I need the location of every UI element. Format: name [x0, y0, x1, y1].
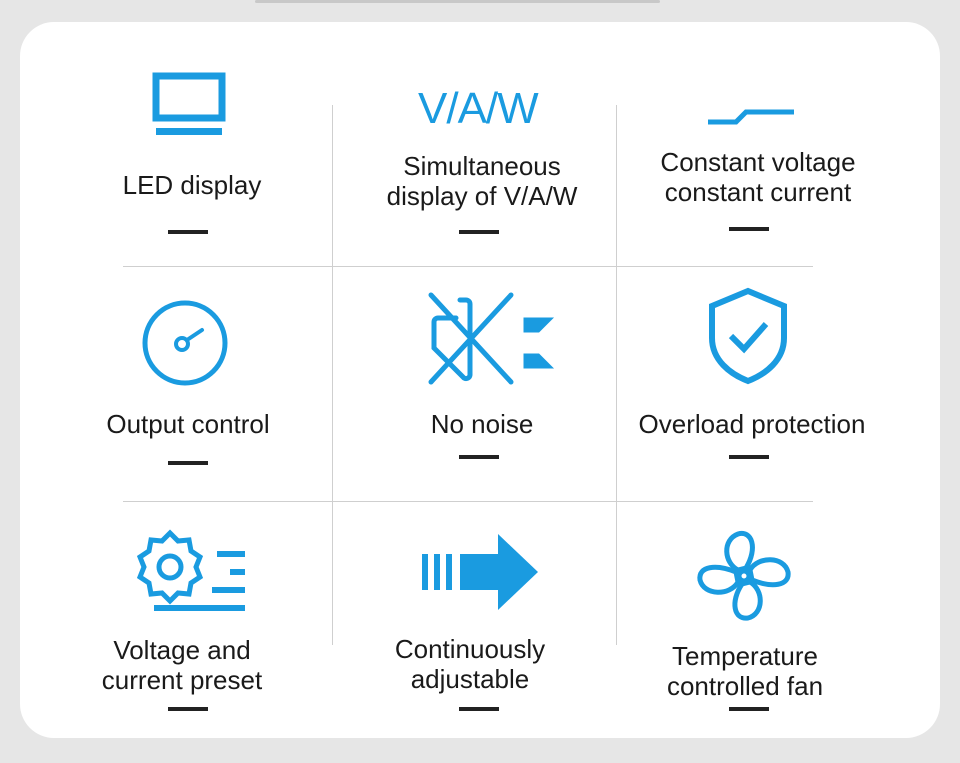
feature-label: Overload protection [638, 409, 866, 439]
dash [168, 461, 208, 465]
feature-label: Constant voltage constant current [660, 147, 856, 207]
feature-label: LED display [122, 170, 262, 200]
divider [332, 105, 333, 645]
dash [729, 227, 769, 231]
cv-cc-line-icon [708, 109, 794, 125]
dash [459, 707, 499, 711]
dash [729, 707, 769, 711]
feature-label: Simultaneous display of V/A/W [386, 151, 578, 211]
feature-label: Continuously adjustable [394, 634, 546, 694]
vaw-text-icon: V/A/W [418, 84, 539, 133]
no-noise-icon [428, 292, 555, 385]
dash [729, 455, 769, 459]
shield-check-icon [709, 287, 787, 385]
dash [459, 230, 499, 234]
divider [123, 266, 813, 267]
gauge-icon [142, 300, 228, 386]
feature-label: Temperature controlled fan [666, 641, 824, 701]
gear-settings-icon [136, 529, 245, 611]
feature-label: Voltage and current preset [101, 635, 263, 695]
dash [168, 230, 208, 234]
divider [123, 501, 813, 502]
feature-label: Output control [106, 409, 270, 439]
divider [616, 105, 617, 645]
feature-label: No noise [430, 409, 534, 439]
top-bar [255, 0, 660, 3]
dash [459, 455, 499, 459]
arrow-right-icon [422, 534, 538, 610]
dash [168, 707, 208, 711]
fan-icon [697, 531, 791, 621]
monitor-icon [152, 72, 226, 135]
